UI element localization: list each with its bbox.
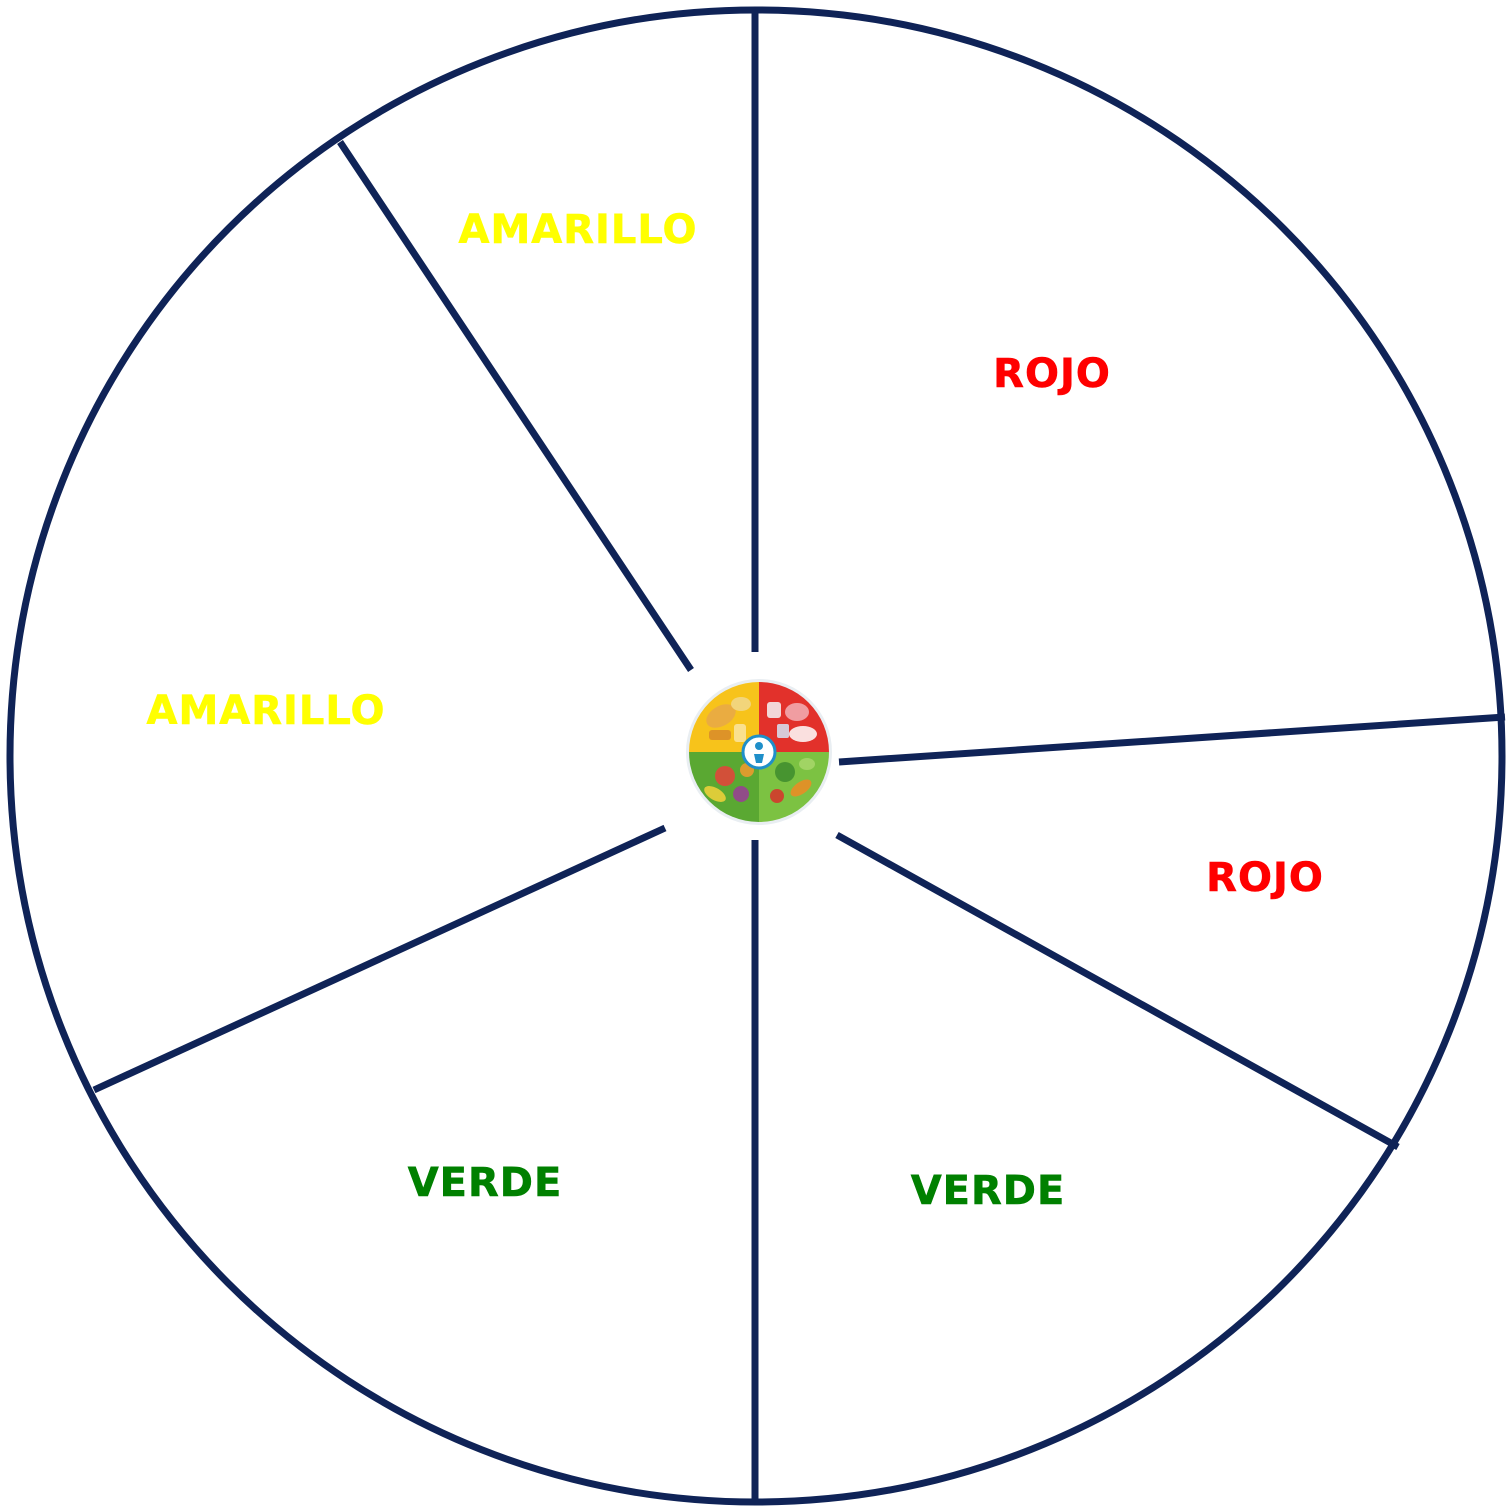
food-plate-icon	[683, 676, 835, 828]
segment-label-amarillo-left: AMARILLO	[147, 688, 386, 734]
segment-label-verde-lower-right: VERDE	[911, 1168, 1066, 1214]
segment-label-verde-lower-left: VERDE	[408, 1160, 563, 1206]
segment-label-rojo-upper-right: ROJO	[993, 351, 1111, 397]
segment-label-amarillo-top: AMARILLO	[459, 207, 698, 253]
segment-label-rojo-right: ROJO	[1206, 855, 1324, 901]
